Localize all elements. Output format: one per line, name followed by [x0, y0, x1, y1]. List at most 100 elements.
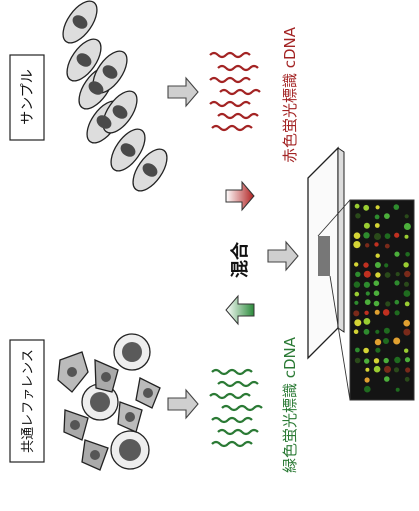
reference-cells: [57, 333, 161, 471]
array-spot: [353, 310, 360, 317]
array-spot: [404, 348, 409, 353]
array-spot: [365, 291, 370, 296]
array-spot: [353, 281, 361, 288]
array-spot: [404, 301, 410, 307]
array-spot: [373, 280, 380, 287]
array-spot: [384, 272, 391, 278]
array-spot: [363, 328, 370, 335]
array-spot: [383, 327, 390, 334]
microarray-slide: [307, 146, 351, 401]
array-spot: [404, 281, 409, 287]
arrow-red-to-mix: [225, 180, 255, 212]
array-spot: [363, 347, 369, 354]
array-spot: [393, 367, 400, 373]
array-spot: [403, 328, 411, 336]
array-spot: [374, 309, 380, 315]
array-spot: [403, 319, 411, 327]
array-spot: [384, 213, 390, 220]
array-spot: [363, 270, 371, 278]
array-spot: [404, 270, 411, 278]
array-spot: [364, 299, 371, 305]
green-cdna-strands: [209, 368, 263, 448]
reference-label: 共通レファレンス: [21, 349, 36, 453]
array-spot: [353, 232, 361, 239]
array-spot: [354, 357, 361, 364]
array-spot: [373, 358, 380, 364]
array-spot: [355, 271, 361, 277]
array-spot: [373, 300, 380, 307]
array-spot: [373, 365, 381, 373]
array-spot: [385, 301, 391, 307]
array-spot: [383, 357, 389, 364]
array-spot: [403, 223, 411, 230]
array-spot: [375, 329, 380, 334]
arrow-mix-to-array: [267, 240, 299, 272]
array-spot: [394, 280, 400, 286]
array-spot: [364, 358, 370, 364]
array-spot: [353, 329, 359, 335]
array-spot: [363, 222, 370, 229]
array-spot: [395, 387, 400, 392]
array-spot: [354, 291, 360, 297]
array-spot: [365, 243, 370, 248]
array-spot: [375, 205, 380, 210]
green-cdna-label: 緑色蛍光標識 cDNA: [281, 336, 299, 473]
array-spot: [363, 318, 371, 325]
sample-label: サンプル: [20, 69, 36, 125]
arrow-reference-to-cdna: [167, 388, 199, 420]
arrow-sample-to-cdna: [167, 76, 199, 108]
array-spot: [374, 223, 380, 228]
red-cdna-label: 赤色蛍光標識 cDNA: [281, 26, 299, 163]
array-spot: [384, 233, 391, 240]
array-spot: [375, 347, 381, 353]
array-spot: [375, 272, 381, 278]
array-spot: [363, 232, 370, 239]
sample-label-box: サンプル: [9, 54, 45, 141]
array-spot: [374, 242, 379, 247]
array-spot: [384, 243, 390, 249]
array-spot: [374, 262, 381, 268]
array-spot: [363, 281, 370, 288]
reference-label-box: 共通レファレンス: [9, 339, 45, 463]
array-spot: [364, 385, 371, 393]
array-spot: [354, 300, 359, 305]
array-spot: [384, 376, 390, 382]
array-spot: [394, 232, 400, 238]
array-spot: [363, 262, 369, 268]
array-spot: [394, 299, 400, 305]
array-spot: [384, 263, 389, 268]
array-spot: [364, 377, 370, 383]
arrow-green-to-mix: [225, 294, 255, 326]
array-spot: [364, 310, 369, 315]
array-spot: [382, 309, 390, 316]
array-spot: [373, 290, 380, 297]
array-spot: [405, 367, 411, 373]
array-spot: [404, 214, 409, 219]
array-spot: [365, 367, 370, 372]
microarray-image: [349, 199, 415, 401]
array-spot: [404, 376, 410, 382]
array-spot: [354, 319, 362, 327]
array-spot: [374, 338, 382, 346]
array-spot: [394, 356, 401, 364]
array-spots: [353, 203, 411, 393]
array-spot: [394, 310, 400, 316]
array-spot: [393, 337, 401, 345]
array-spot: [354, 262, 359, 267]
array-spot: [404, 357, 411, 363]
array-spot: [394, 251, 400, 257]
array-spot: [383, 338, 389, 344]
array-spot: [393, 204, 400, 210]
array-spot: [354, 203, 360, 209]
array-spot: [363, 204, 370, 211]
array-spot: [395, 272, 400, 277]
mix-label: 混合: [229, 241, 251, 278]
array-spot: [353, 241, 361, 249]
sample-cells: [62, 0, 168, 192]
array-spot: [355, 213, 361, 219]
array-spot: [384, 365, 391, 373]
array-spot: [405, 252, 410, 257]
array-spot: [404, 234, 409, 239]
